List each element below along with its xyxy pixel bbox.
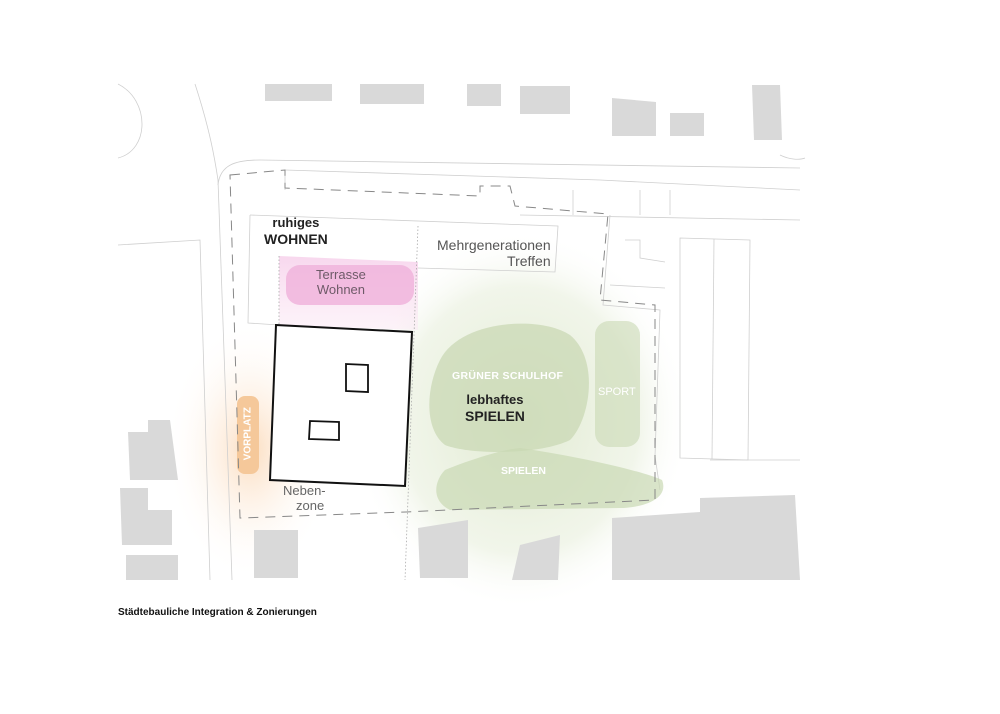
label-vorplatz: VORPLATZ <box>242 407 254 461</box>
courtyard-1 <box>345 363 369 393</box>
courtyard-2 <box>308 420 340 441</box>
spielen-zone-shape <box>436 448 664 510</box>
label-line: WOHNEN <box>264 230 328 247</box>
vorplatz-pill <box>237 396 259 474</box>
schulhof-zone-shape <box>429 323 589 452</box>
street-lines <box>117 83 806 581</box>
label-terrasse-wohnen: Terrasse Wohnen <box>316 267 366 298</box>
new-building-footprint <box>268 323 414 488</box>
label-line: lebhaftes <box>466 392 524 407</box>
label-line: Treffen <box>507 253 551 270</box>
label-mehrgenerationen: Mehrgenerationen Treffen <box>437 237 551 269</box>
label-nebenzone: Neben- zone <box>283 483 326 514</box>
sport-zone-shape <box>595 321 640 447</box>
label-lebhaftes-spielen: lebhaftes SPIELEN <box>465 392 525 424</box>
label-line: Neben- <box>283 483 326 498</box>
zone-divider <box>278 225 419 581</box>
label-line: ruhiges <box>272 215 320 230</box>
label-line: Mehrgenerationen <box>437 237 551 253</box>
label-gruener-schulhof: GRÜNER SCHULHOF <box>452 370 564 382</box>
label-line: SPIELEN <box>465 407 525 424</box>
terrace-pill <box>286 265 414 305</box>
label-spielen: SPIELEN <box>501 465 546 477</box>
figure-caption: Städtebauliche Integration & Zonierungen <box>118 607 317 618</box>
label-line: Wohnen <box>316 281 366 297</box>
neighbor-buildings <box>120 84 800 580</box>
plot-boundary <box>229 169 656 519</box>
label-ruhiges-wohnen: ruhiges WOHNEN <box>264 215 328 247</box>
label-line: Terrasse <box>316 267 366 282</box>
label-line: zone <box>296 497 325 513</box>
label-sport: SPORT <box>598 386 636 398</box>
